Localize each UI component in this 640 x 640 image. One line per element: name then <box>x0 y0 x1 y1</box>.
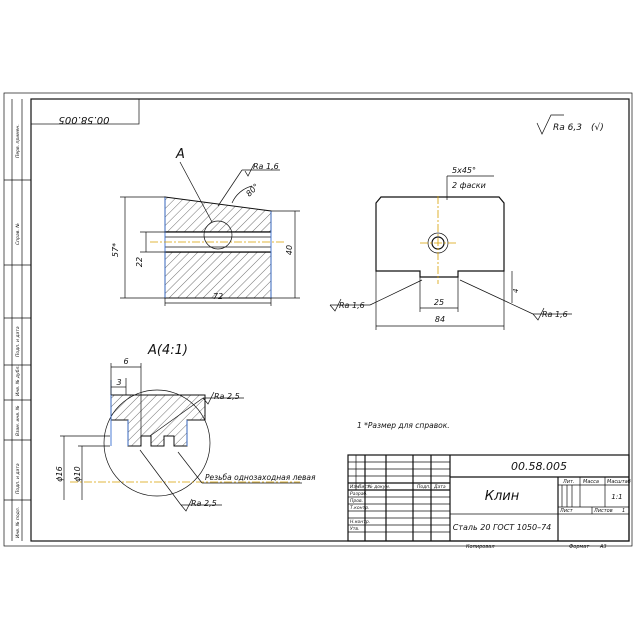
margin-label-3: Подп. и дата <box>15 326 21 357</box>
left-margin: Перв. примен. Справ. № Подп. и дата Инв.… <box>4 99 31 541</box>
svg-text:Разраб.: Разраб. <box>350 491 368 497</box>
outer-frame <box>3 92 633 547</box>
svg-text:Резьба однозаходная левая: Резьба однозаходная левая <box>205 473 316 482</box>
svg-text:№ докум.: № докум. <box>367 484 390 490</box>
svg-text:ϕ10: ϕ10 <box>73 466 82 481</box>
svg-text:A3: A3 <box>599 544 607 550</box>
svg-text:57*: 57* <box>111 243 120 257</box>
margin-label-1: Перв. примен. <box>15 124 21 158</box>
detail-label: A(4:1) <box>147 343 188 358</box>
title-block: Изм. Лист № докум. Подп. Дата Разраб. Пр… <box>347 454 631 550</box>
svg-text:Ra 6,3: Ra 6,3 <box>553 123 582 133</box>
svg-text:(√): (√) <box>591 122 604 133</box>
svg-text:Ra 1,6: Ra 1,6 <box>339 301 365 310</box>
svg-text:22: 22 <box>135 257 144 267</box>
svg-text:00.58.005: 00.58.005 <box>59 114 110 125</box>
title-part-name: Клин <box>485 489 520 504</box>
svg-text:Масштаб: Масштаб <box>607 479 631 485</box>
svg-text:Листов: Листов <box>593 508 613 514</box>
margin-label-7: Инв. № подл. <box>15 507 21 538</box>
svg-text:1:1: 1:1 <box>611 493 622 501</box>
svg-text:1: 1 <box>622 508 625 514</box>
title-material: Сталь 20 ГОСТ 1050–74 <box>453 523 552 532</box>
svg-text:Копировал: Копировал <box>466 544 495 550</box>
inner-frame <box>30 98 630 542</box>
margin-label-5: Взам. инв. № <box>15 405 21 436</box>
svg-text:Ra 1,6: Ra 1,6 <box>253 162 279 171</box>
margin-label-2: Справ. № <box>15 223 21 245</box>
svg-text:84: 84 <box>435 315 445 324</box>
svg-text:25: 25 <box>434 298 444 307</box>
svg-text:ϕ16: ϕ16 <box>55 466 64 481</box>
svg-text:80°: 80° <box>244 182 260 198</box>
general-roughness: Ra 6,3 (√) <box>536 114 604 135</box>
svg-text:Формат: Формат <box>569 544 590 550</box>
svg-text:Изм.: Изм. <box>350 484 361 490</box>
svg-text:Утв.: Утв. <box>350 526 359 532</box>
title-doc-number: 00.58.005 <box>511 460 567 473</box>
svg-text:2 фаски: 2 фаски <box>452 181 486 190</box>
svg-text:Ra 2,5: Ra 2,5 <box>191 499 217 508</box>
svg-text:Подп.: Подп. <box>417 484 431 490</box>
margin-label-4: Инв. № дубл. <box>15 365 21 396</box>
technical-note: 1 *Размер для справок. <box>357 421 450 430</box>
svg-text:Т.контр.: Т.контр. <box>350 505 370 511</box>
svg-text:5x45°: 5x45° <box>452 166 476 175</box>
svg-text:Масса: Масса <box>583 479 599 485</box>
svg-text:Лит.: Лит. <box>562 479 575 485</box>
svg-text:Ra 2,5: Ra 2,5 <box>214 392 240 401</box>
svg-text:40: 40 <box>285 245 294 255</box>
rotated-doc-number: 00.58.005 <box>30 98 140 125</box>
svg-text:Н.контр.: Н.контр. <box>350 519 370 525</box>
svg-text:4: 4 <box>512 289 520 293</box>
svg-text:3: 3 <box>116 378 121 387</box>
svg-text:6: 6 <box>123 357 128 366</box>
right-view: 5x45° 2 фаски Ra 1,6 Ra 1,6 25 84 4 <box>329 166 572 330</box>
detail-view: A(4:1) 6 3 Ra 2,5 Ra 2,5 Резьба однозахо… <box>55 343 316 512</box>
svg-text:Лист: Лист <box>559 508 574 514</box>
margin-label-6: Подп. и дата <box>15 463 21 494</box>
svg-text:Ra 1,6: Ra 1,6 <box>542 310 568 319</box>
view-label-a: A <box>175 147 185 162</box>
svg-text:Дата: Дата <box>433 484 446 490</box>
svg-text:Пров.: Пров. <box>350 498 363 504</box>
main-view: A Ra 1,6 80° 57* 22 40 72 <box>111 147 300 306</box>
svg-text:72: 72 <box>213 292 223 301</box>
svg-text:Лист: Лист <box>357 484 370 490</box>
